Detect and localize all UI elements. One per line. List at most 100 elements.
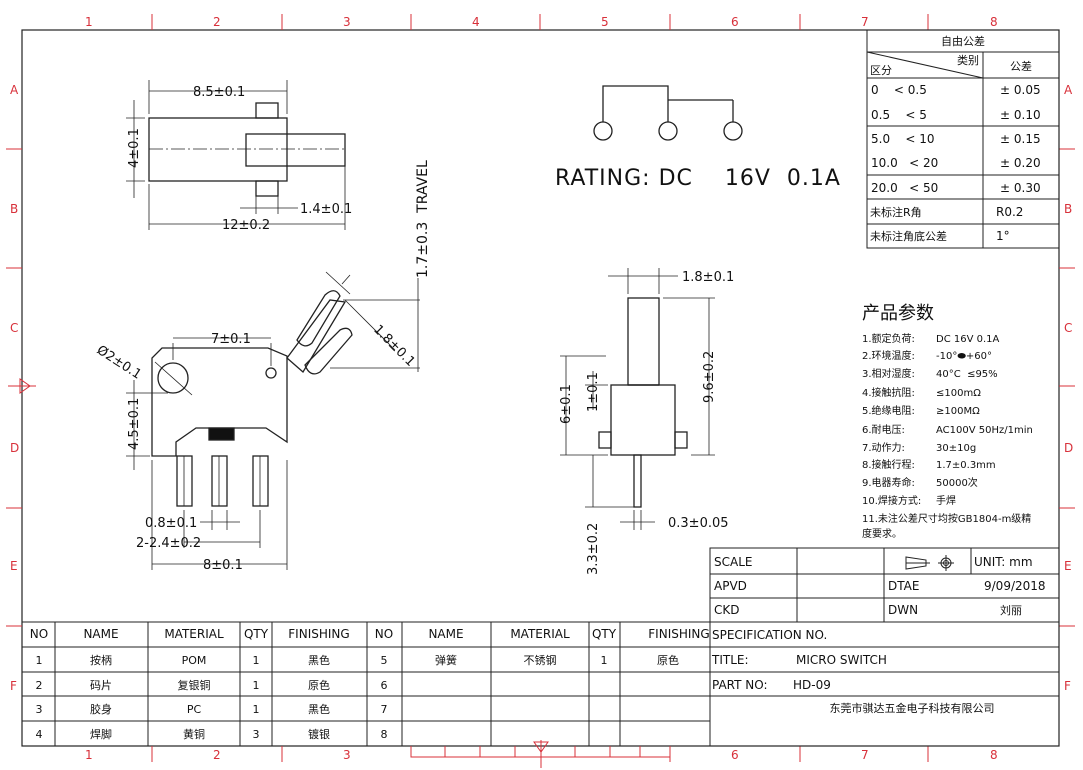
- tol-value-1: ± 0.05: [1000, 83, 1041, 97]
- dim-hole-position: 7±0.1: [211, 332, 251, 347]
- param-value-1: DC 16V 0.1A: [936, 334, 1000, 345]
- bom-cell: 黑色: [308, 702, 330, 716]
- zone-col-6-bottom: 6: [731, 748, 739, 762]
- front-view-dims: [126, 271, 420, 570]
- front-view: [151, 290, 353, 507]
- bom-cell: 原色: [308, 678, 330, 692]
- bom-cell: 弹簧: [435, 653, 457, 667]
- zone-ticks: [6, 14, 1075, 768]
- bom-cell: 5: [381, 654, 388, 667]
- bom-cell: 3: [36, 703, 43, 716]
- scale-label: SCALE: [714, 555, 752, 569]
- bom-cell: 镀银: [308, 727, 330, 741]
- title-block: SCALE UNIT: mm APVD DTAE 9/09/2018 CKD D…: [709, 547, 1060, 747]
- dim-top-height: 4±0.1: [127, 128, 142, 168]
- tol-range-4: 10.0 < 20: [871, 156, 938, 170]
- bom-header-name-2: NAME: [428, 627, 463, 641]
- param-label-6: 6.耐电压:: [862, 423, 905, 436]
- zone-row-d-right: D: [1064, 441, 1073, 455]
- zone-row-c: C: [10, 321, 18, 335]
- date-label: DTAE: [888, 579, 919, 593]
- zone-col-3: 3: [343, 15, 351, 29]
- bom-cell: 黄铜: [183, 727, 205, 741]
- bom-header-finishing: FINISHING: [288, 627, 349, 641]
- param-value-5: ≥100MΩ: [936, 406, 980, 417]
- bom-cell: 焊脚: [90, 727, 112, 741]
- tolerance-title: 自由公差: [941, 34, 985, 48]
- tol-range-2: 0.5 < 5: [871, 108, 927, 122]
- bom-cell: 原色: [657, 653, 679, 667]
- dim-side-pin-length: 3.3±0.2: [586, 523, 601, 575]
- param-label-7: 7.动作力:: [862, 441, 905, 454]
- tolerance-header-range: 区分: [870, 64, 892, 77]
- tol-value-4: ± 0.20: [1000, 156, 1041, 170]
- part-label: PART NO:: [712, 678, 768, 692]
- zone-row-e-right: E: [1064, 559, 1072, 573]
- title-value: MICRO SWITCH: [796, 653, 887, 667]
- ckd-label: CKD: [714, 603, 740, 617]
- projection-icon: [905, 555, 954, 571]
- zone-col-2-bottom: 2: [213, 748, 221, 762]
- zone-row-f: F: [10, 679, 17, 693]
- bom-header-no-2: NO: [375, 627, 393, 641]
- param-label-10: 10.焊接方式:: [862, 494, 921, 507]
- apvd-label: APVD: [714, 579, 747, 593]
- bom-header-qty-2: QTY: [592, 627, 617, 641]
- dim-pin-pitch: 2-2.4±0.2: [136, 536, 201, 551]
- params-title: 产品参数: [862, 303, 934, 324]
- bom-cell: 1: [253, 654, 260, 667]
- param-value-6: AC100V 50Hz/1min: [936, 425, 1033, 436]
- bom-header-material-2: MATERIAL: [510, 627, 570, 641]
- dwn-label: DWN: [888, 603, 918, 617]
- bom-cell: 胶身: [90, 702, 112, 716]
- bom-cell: 1: [601, 654, 608, 667]
- zone-row-d: D: [10, 441, 19, 455]
- tol-range-6: 未标注R角: [870, 205, 922, 219]
- zone-col-3-bottom: 3: [343, 748, 351, 762]
- bom-cell: 7: [381, 703, 388, 716]
- part-value: HD-09: [793, 678, 831, 692]
- zone-col-7: 7: [861, 15, 869, 29]
- tolerance-header-tol: 公差: [1010, 59, 1032, 73]
- dim-front-width: 8±0.1: [203, 558, 243, 573]
- zone-col-8-bottom: 8: [990, 748, 998, 762]
- zone-col-1: 1: [85, 15, 93, 29]
- side-view-dims: [560, 268, 715, 530]
- zone-col-2: 2: [213, 15, 221, 29]
- zone-row-f-right: F: [1064, 679, 1071, 693]
- zone-col-5: 5: [601, 15, 609, 29]
- param-value-2: -10°⬬+60°: [936, 351, 992, 362]
- zone-col-7-bottom: 7: [861, 748, 869, 762]
- tol-value-6: R0.2: [996, 205, 1023, 219]
- bom-cell: 码片: [90, 679, 112, 692]
- param-value-4: ≤100mΩ: [936, 388, 981, 399]
- tol-value-7: 1°: [996, 229, 1010, 243]
- dim-side-plunger: 1.8±0.1: [682, 270, 734, 285]
- param-label-2: 2.环境温度:: [862, 349, 915, 362]
- bom-cell: 不锈钢: [524, 654, 557, 667]
- dim-travel: 1.7±0.3 TRAVEL: [415, 160, 431, 278]
- dim-pin-width: 0.8±0.1: [145, 516, 197, 531]
- dim-side-body: 6±0.1: [559, 384, 574, 424]
- dwn-value: 刘丽: [1000, 604, 1022, 617]
- zone-row-a-right: A: [1064, 83, 1073, 97]
- zone-row-b: B: [10, 202, 18, 216]
- param-note-line1: 11.未注公差尺寸均按GB1804-m级精: [862, 512, 1031, 525]
- bom-cell: 复银铜: [178, 678, 211, 692]
- zone-col-8: 8: [990, 15, 998, 29]
- tol-range-3: 5.0 < 10: [871, 132, 934, 146]
- zone-row-a: A: [10, 83, 19, 97]
- dim-side-step: 1±0.1: [586, 372, 601, 412]
- param-label-1: 1.额定负荷:: [862, 332, 915, 345]
- bom-cell: 黑色: [308, 653, 330, 667]
- zone-col-6: 6: [731, 15, 739, 29]
- circuit-symbol: [593, 85, 743, 141]
- dim-lever-width: 1.8±0.1: [370, 322, 418, 370]
- param-value-8: 1.7±0.3mm: [936, 460, 996, 471]
- dim-top-length: 12±0.2: [222, 218, 270, 233]
- zone-row-e: E: [10, 559, 18, 573]
- bom-header-no: NO: [30, 627, 48, 641]
- unit-label: UNIT: mm: [974, 555, 1033, 569]
- title-label: TITLE:: [711, 653, 749, 667]
- spec-label: SPECIFICATION NO.: [712, 628, 827, 642]
